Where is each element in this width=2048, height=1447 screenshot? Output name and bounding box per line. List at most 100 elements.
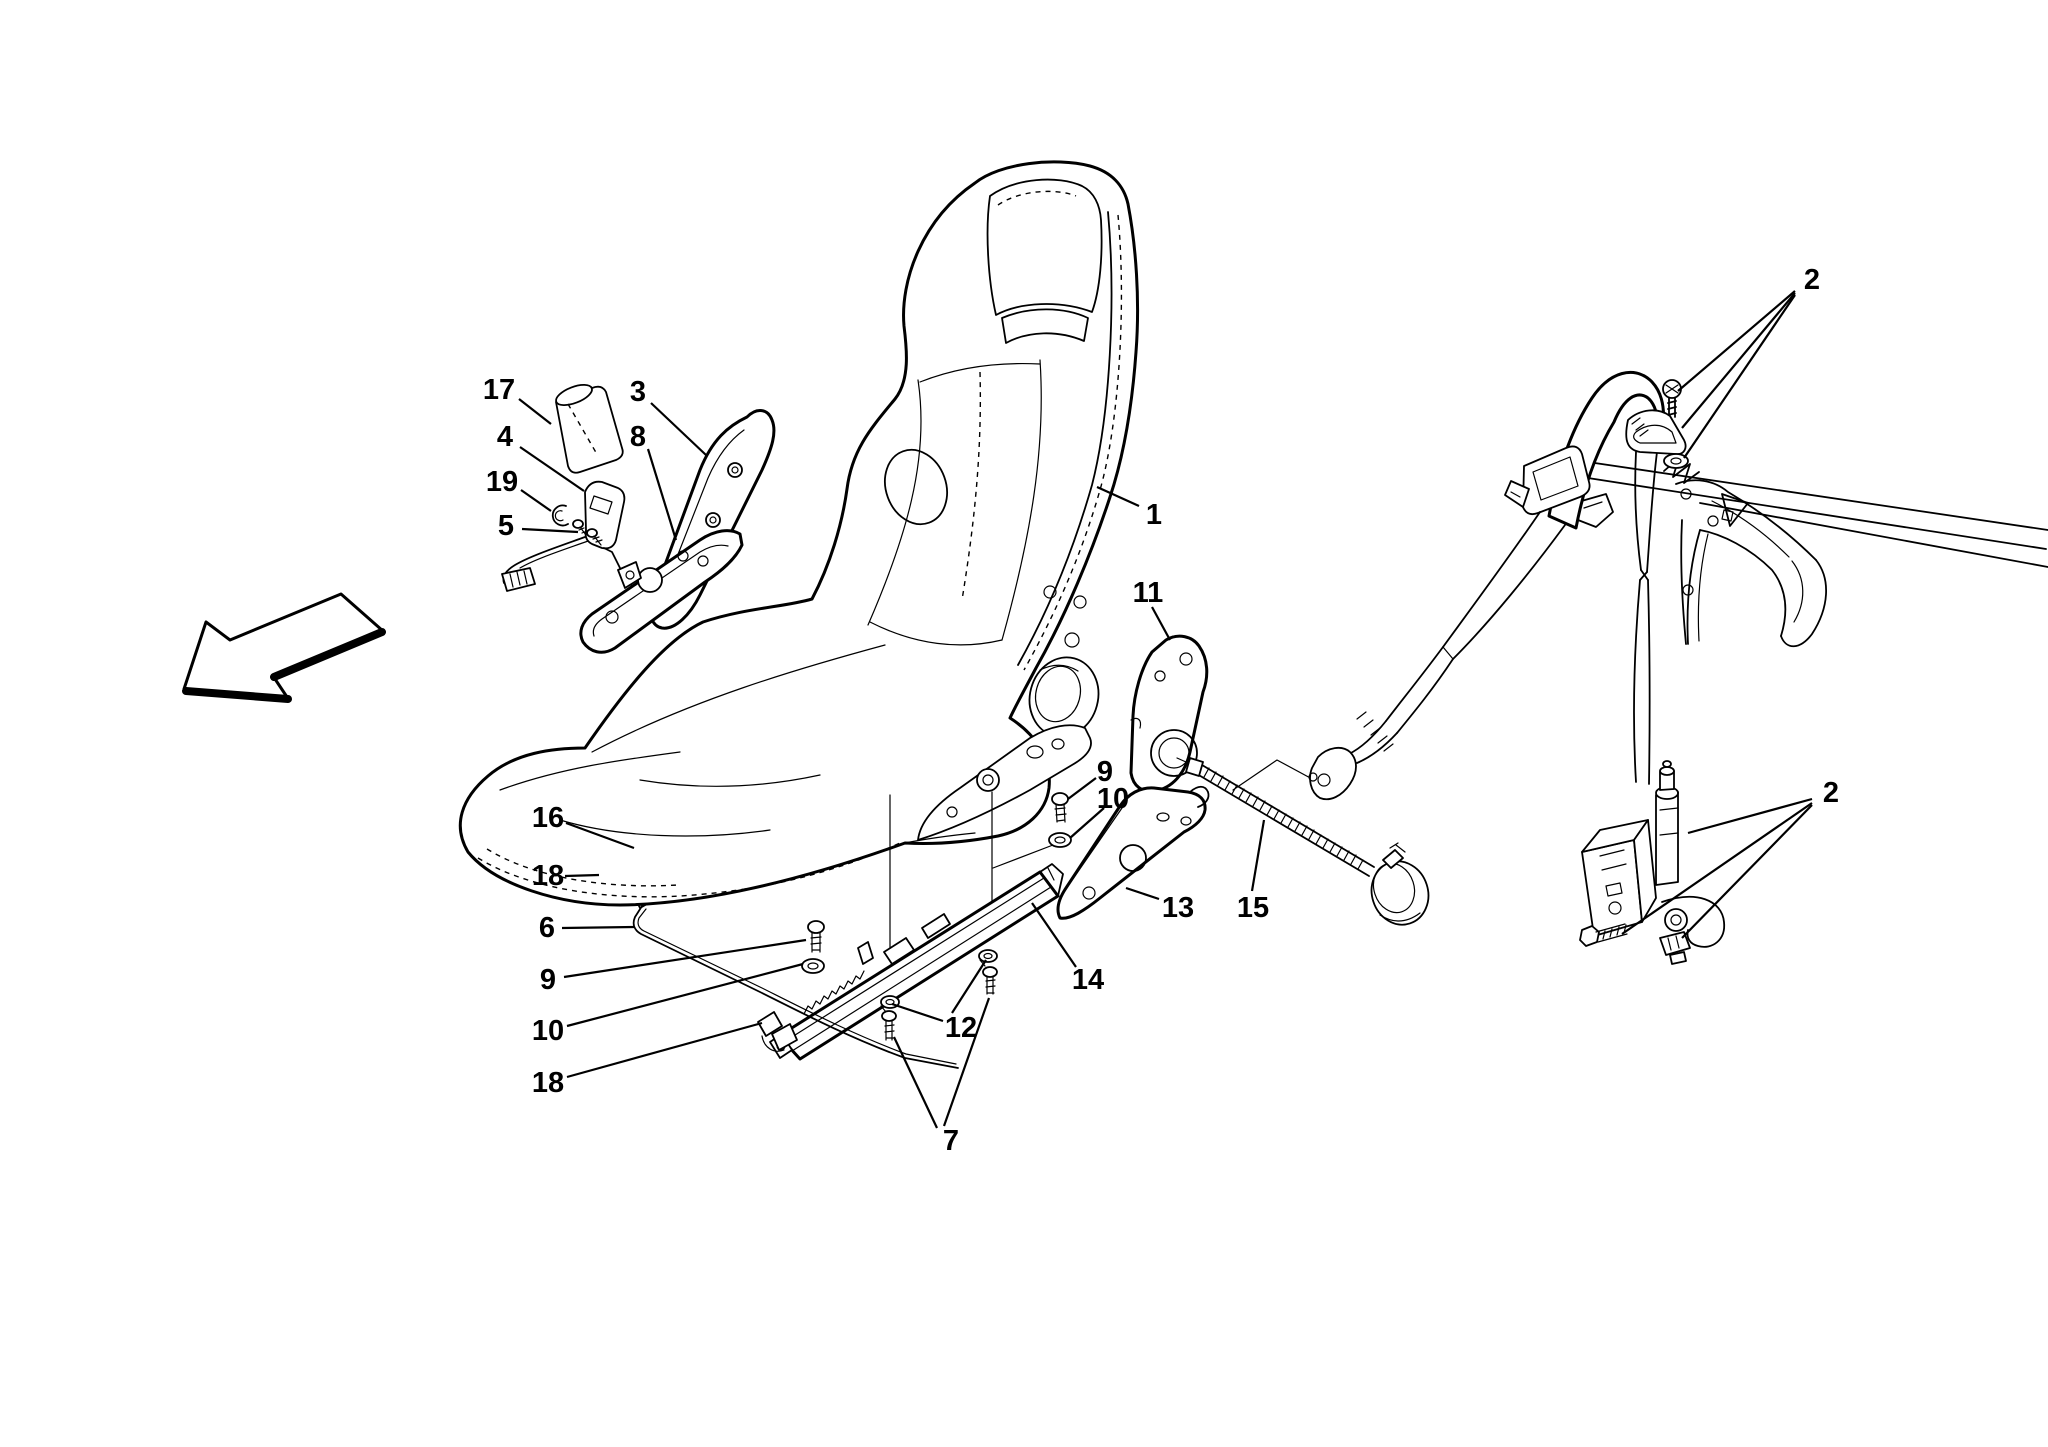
trim-plate-8: [579, 529, 744, 654]
washer-10b: [1048, 832, 1072, 848]
part-label-10: 10: [532, 1015, 564, 1047]
leader-line: [1067, 777, 1097, 800]
belt-top-anchor: [1625, 379, 1689, 469]
callout-16: 16: [532, 802, 635, 850]
leader-line: [566, 962, 804, 1028]
callout-17: 17: [483, 374, 552, 425]
callout-1: 1: [1096, 485, 1162, 531]
grommet: [1664, 908, 1688, 932]
headrest-slot: [1001, 308, 1089, 344]
part-label-18: 18: [532, 1067, 564, 1099]
part-label-14: 14: [1072, 964, 1104, 996]
part-label-8: 8: [630, 421, 646, 453]
part-label-10: 10: [1097, 783, 1129, 815]
part-label-13: 13: [1162, 892, 1194, 924]
leader-line: [1681, 292, 1796, 429]
seat-rails: [632, 863, 1064, 1069]
callout-15: 15: [1237, 819, 1269, 924]
release-rod-6: [632, 905, 959, 1069]
part-label-15: 15: [1237, 892, 1269, 924]
callout-14: 14: [1031, 902, 1104, 996]
callout-11: 11: [1133, 577, 1171, 641]
callout-12: 12: [891, 959, 987, 1044]
callout-7: 7: [893, 997, 991, 1157]
headrest: [986, 178, 1103, 316]
leader-line: [520, 489, 552, 512]
seat-silhouette: [458, 160, 1140, 907]
callout-6: 6: [539, 912, 635, 944]
leader-line: [564, 873, 600, 878]
part-label-12: 12: [945, 1012, 977, 1044]
callout-10: 10: [1069, 783, 1129, 839]
leader-line: [650, 402, 707, 456]
part-label-6: 6: [539, 912, 555, 944]
part-label-19: 19: [486, 466, 518, 498]
part-label-3: 3: [630, 376, 646, 408]
part-label-11: 11: [1133, 577, 1164, 609]
nut-12b: [978, 949, 998, 963]
callout-5: 5: [498, 510, 579, 542]
part-label-2: 2: [1823, 777, 1839, 809]
screw-9a: [807, 920, 825, 934]
callout-18: 18: [532, 1021, 763, 1099]
leader-line: [1683, 294, 1796, 459]
part-label-2: 2: [1804, 264, 1820, 296]
part-label-17: 17: [483, 374, 515, 406]
leader-line: [951, 959, 987, 1014]
sensor-wire: [1661, 895, 1725, 948]
callout-13: 13: [1125, 886, 1194, 924]
side-plates: [889, 634, 1210, 951]
leader-line: [1687, 797, 1813, 835]
leader-line: [1096, 485, 1140, 508]
body-frame: [1577, 457, 2048, 648]
flexible-cable: [1176, 746, 1430, 926]
leader-line: [519, 446, 585, 492]
seat-belt-upper: [1348, 370, 1665, 785]
belt-hatching: [1356, 711, 1394, 752]
callout-2: 2: [1621, 777, 1839, 939]
buckle-sleeve-17: [555, 385, 624, 474]
leader-line: [521, 527, 579, 534]
callout-9: 9: [1067, 756, 1113, 800]
washer-10a: [801, 958, 825, 974]
callout-2: 2: [1677, 264, 1820, 459]
bolt-7a: [881, 1010, 897, 1022]
rail-clip-18b: [757, 1011, 798, 1052]
part-label-9: 9: [540, 964, 556, 996]
callout-18: 18: [532, 860, 600, 892]
hinge-plate-11: [1129, 634, 1209, 793]
part-label-18: 18: [532, 860, 564, 892]
bolt-7b: [982, 966, 998, 978]
retractor-assembly: [1579, 760, 1725, 965]
leader-line: [1250, 819, 1266, 892]
pretensioner-tube: [1655, 791, 1679, 886]
leader-line: [942, 997, 991, 1127]
retractor-body: [1581, 839, 1643, 937]
leader-line: [646, 448, 678, 541]
leader-line: [1069, 807, 1105, 839]
buckle-body-4: [584, 480, 626, 550]
anchor-bolt-2: [1579, 925, 1600, 947]
seat-illustration: [458, 160, 1140, 907]
leader-line: [1621, 802, 1813, 935]
lap-belt-fitting: [1309, 746, 1357, 801]
direction-arrow-icon: [182, 592, 386, 703]
anchor-washer: [1663, 453, 1689, 469]
screw-9b: [1051, 792, 1069, 806]
leader-line: [1031, 902, 1077, 968]
clip-19: [551, 504, 569, 527]
leader-line: [561, 925, 635, 930]
leader-line: [891, 1002, 944, 1023]
callout-19: 19: [486, 466, 552, 512]
callout-9: 9: [540, 938, 807, 996]
leader-line: [893, 1036, 938, 1129]
leader-line: [1125, 886, 1160, 901]
callout-4: 4: [497, 421, 585, 492]
part-label-5: 5: [498, 510, 514, 542]
callout-8: 8: [630, 421, 678, 541]
leader-line: [1151, 606, 1171, 641]
leader-line: [563, 938, 807, 979]
